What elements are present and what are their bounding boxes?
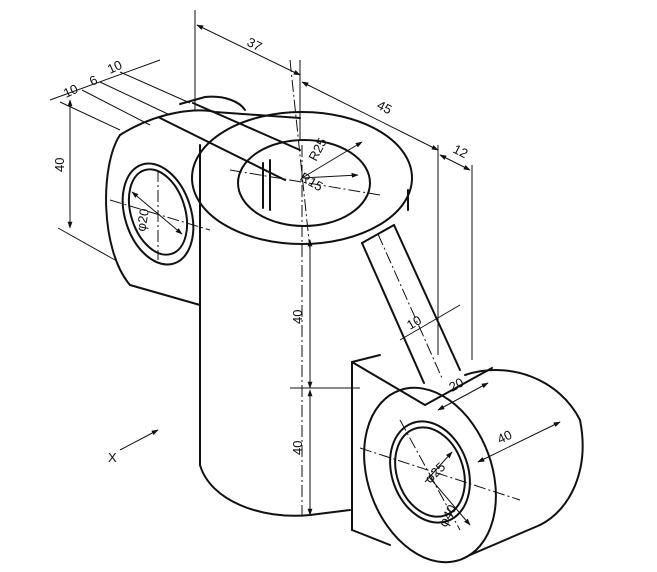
dim-phi40: φ40 — [435, 502, 459, 529]
dim-10-rib: 10 — [404, 312, 424, 332]
dim-10-left: 10 — [105, 57, 124, 77]
dim-37: 37 — [245, 34, 265, 54]
dim-20: 20 — [446, 375, 466, 395]
x-axis-label: X — [108, 450, 117, 465]
dim-40-left: 40 — [52, 158, 67, 172]
dim-phi20: φ20 — [133, 207, 152, 232]
base-block — [351, 354, 493, 546]
dimension-lines — [49, 10, 561, 526]
dim-45: 45 — [375, 97, 395, 117]
dim-40-lower: 40 — [290, 441, 305, 455]
inclined-rib — [361, 224, 461, 384]
dim-12: 12 — [451, 141, 471, 161]
right-lug — [359, 369, 584, 564]
x-axis-indicator: X — [108, 429, 159, 465]
dim-40-upper: 40 — [290, 310, 305, 324]
dim-40-right: 40 — [495, 427, 515, 447]
dim-10-top: 10 — [61, 81, 80, 101]
